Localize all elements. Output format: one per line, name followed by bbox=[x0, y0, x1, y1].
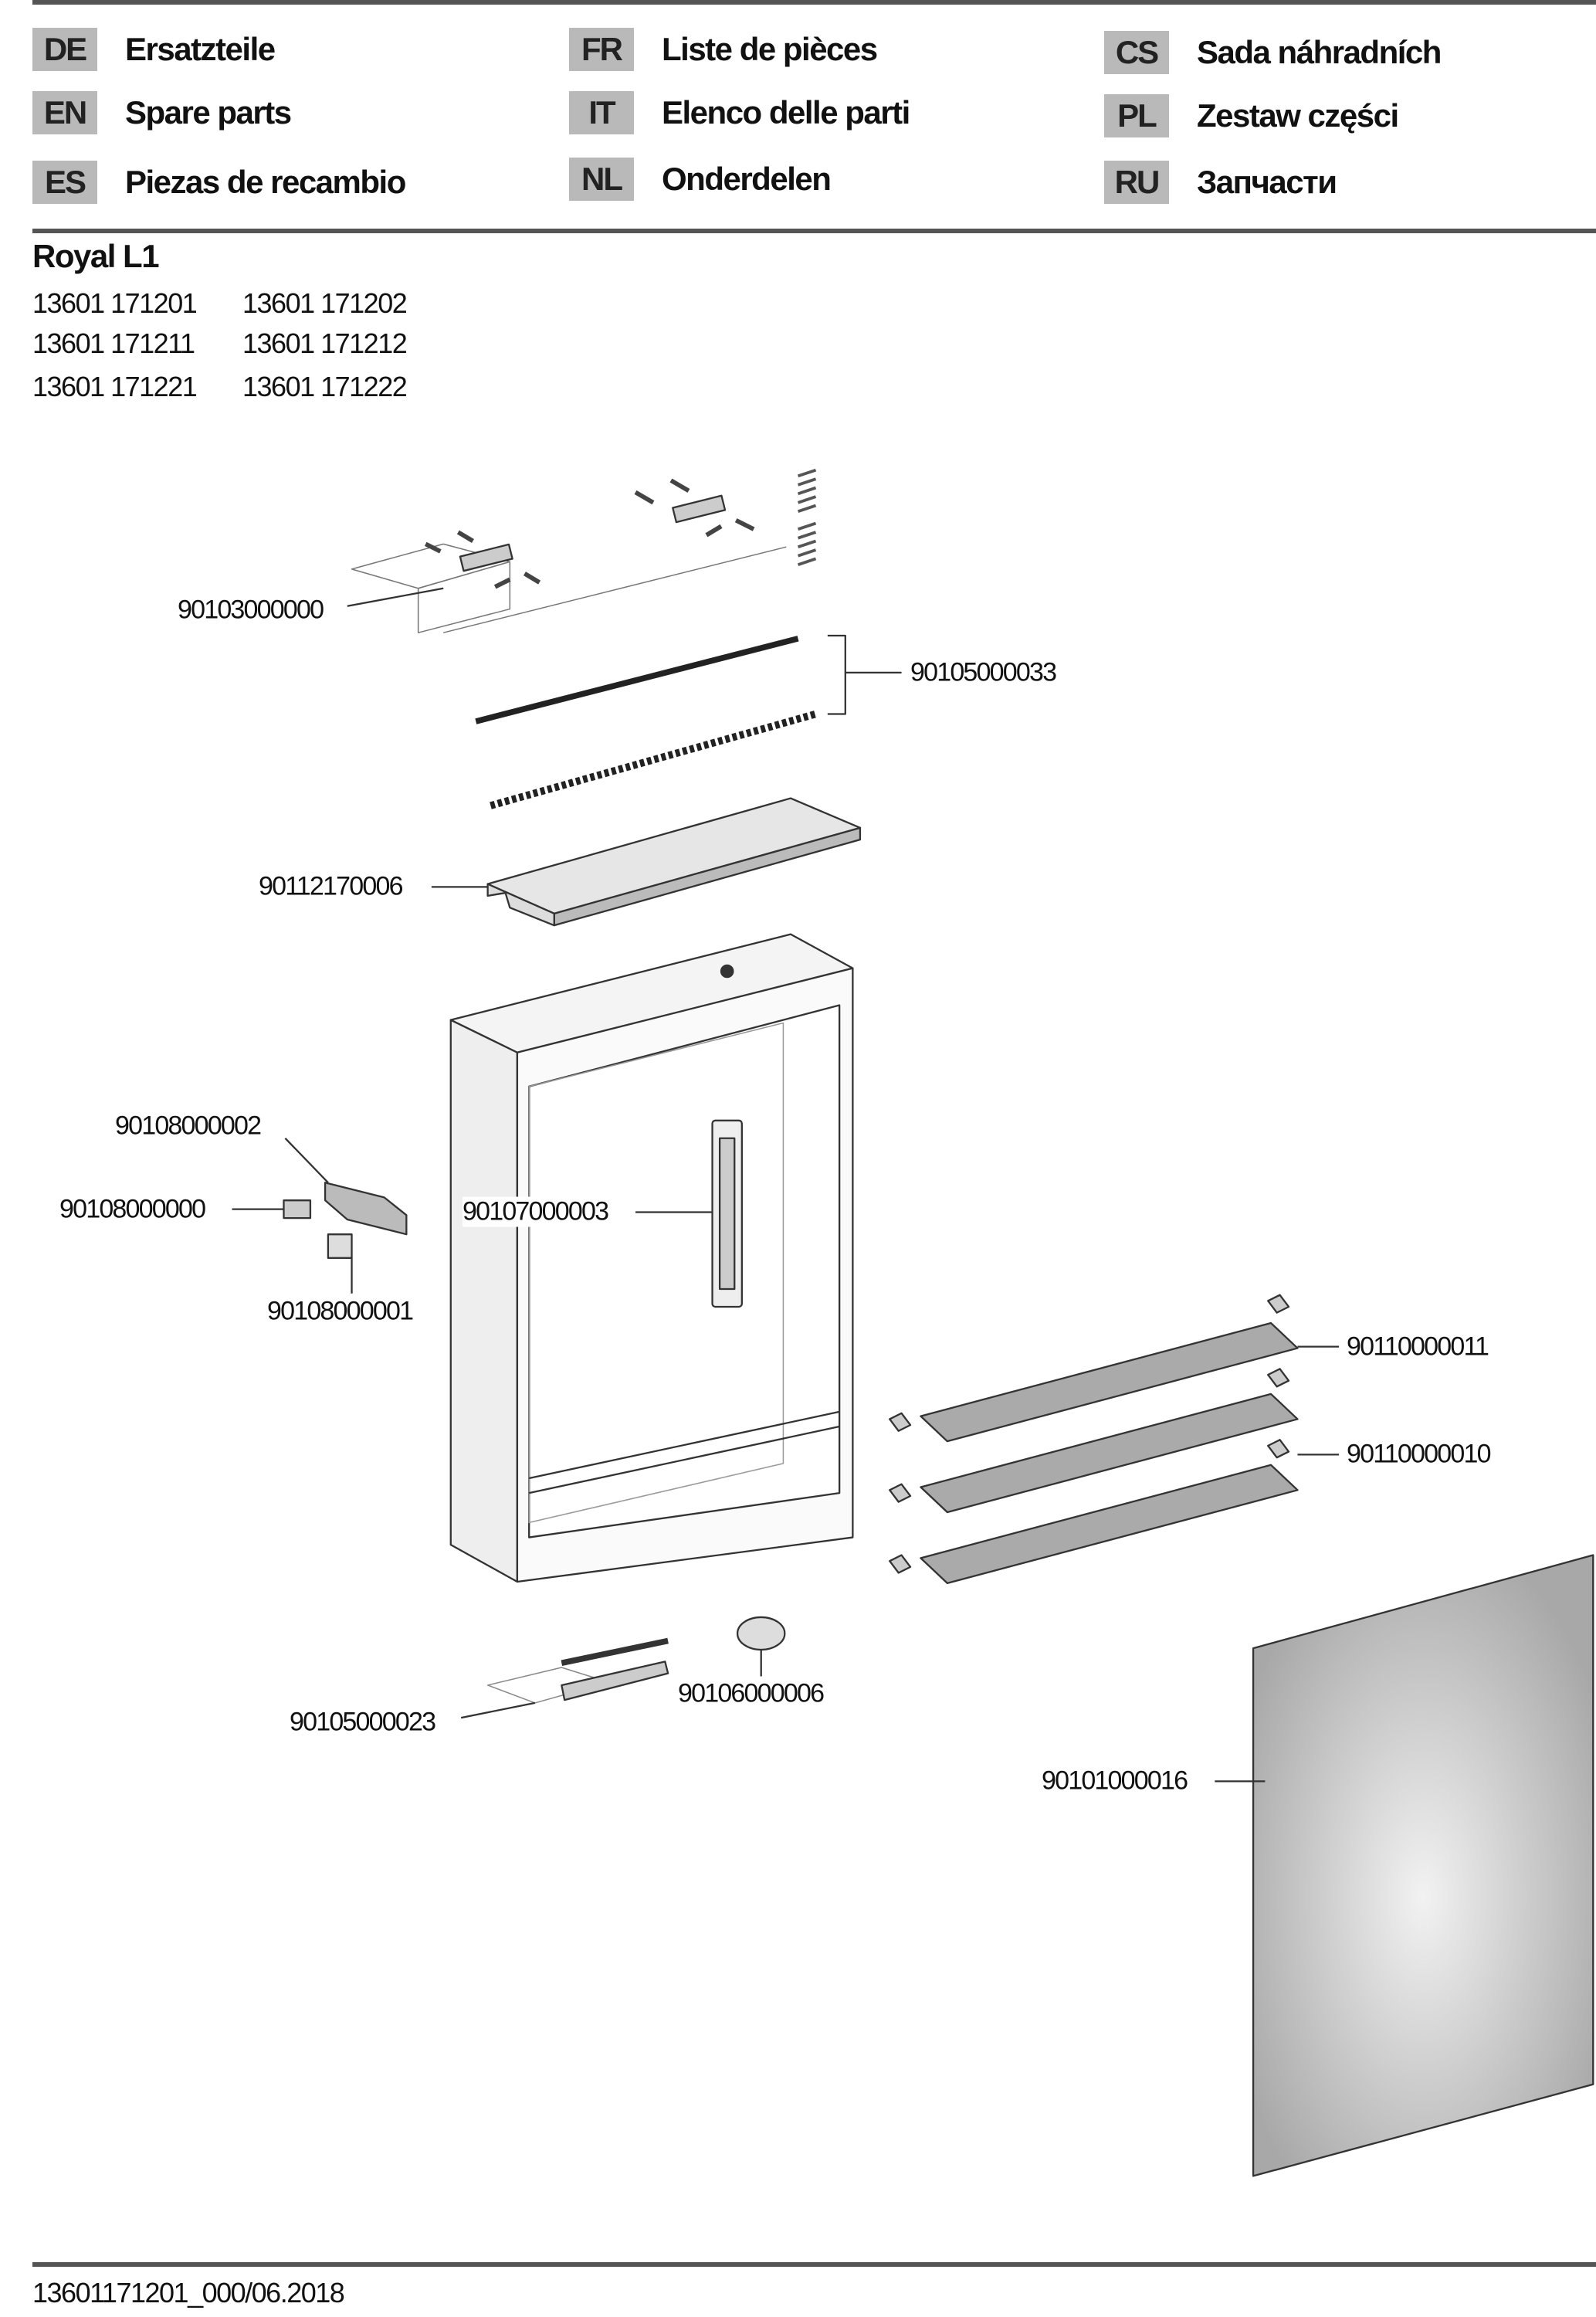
part-number-latch-assembly: 90108000002 bbox=[115, 1111, 262, 1142]
lang-fr: FR Liste de pièces bbox=[569, 28, 878, 71]
lang-es: ES Piezas de recambio bbox=[32, 161, 406, 204]
part-number-mirror-door: 90101000016 bbox=[1042, 1766, 1188, 1796]
lang-pl: PL Zestaw części bbox=[1104, 94, 1399, 137]
shelves-drawing bbox=[889, 1294, 1340, 1585]
article-number: 13601 171202 bbox=[242, 287, 408, 319]
article-number: 13601 171201 bbox=[32, 287, 198, 319]
mirror-door-drawing bbox=[1215, 1554, 1594, 2177]
document-id: 13601171201_000/06.2018 bbox=[32, 2277, 345, 2309]
led-strips-drawing bbox=[475, 634, 902, 809]
lang-code-badge: FR bbox=[569, 28, 634, 71]
lang-cs: CS Sada náhradních bbox=[1104, 31, 1442, 74]
part-number-mounting-kit: 90103000000 bbox=[178, 595, 324, 626]
lang-code-badge: PL bbox=[1104, 94, 1169, 137]
bottom-light-drawing bbox=[460, 1616, 786, 1719]
lang-en: EN Spare parts bbox=[32, 91, 292, 134]
latch-parts-drawing bbox=[232, 1137, 408, 1294]
part-number-top-cover: 90112170006 bbox=[259, 871, 403, 902]
article-number: 13601 171212 bbox=[242, 327, 408, 359]
lang-label: Elenco delle parti bbox=[662, 94, 910, 131]
part-number-switch-knob: 90106000006 bbox=[678, 1678, 825, 1709]
article-number: 13601 171222 bbox=[242, 371, 408, 402]
lang-label: Spare parts bbox=[125, 94, 292, 131]
part-number-latch-clip: 90108000000 bbox=[59, 1194, 206, 1225]
lang-label: Liste de pièces bbox=[662, 31, 878, 67]
lang-label: Piezas de recambio bbox=[125, 164, 406, 200]
lang-code-badge: RU bbox=[1104, 161, 1169, 204]
part-number-led-strips: 90105000033 bbox=[910, 657, 1057, 688]
cabinet-body-drawing bbox=[449, 933, 854, 1583]
lang-code-badge: DE bbox=[32, 28, 97, 71]
lang-nl: NL Onderdelen bbox=[569, 158, 832, 201]
lang-label: Sada náhradních bbox=[1197, 34, 1442, 70]
part-number-bottom-light: 90105000023 bbox=[290, 1707, 436, 1738]
lang-code-badge: CS bbox=[1104, 31, 1169, 74]
part-number-latch-bracket: 90108000001 bbox=[267, 1296, 414, 1327]
lang-label: Zestaw części bbox=[1197, 97, 1399, 134]
lang-label: Onderdelen bbox=[662, 161, 832, 197]
part-number-shelf-top: 90110000011 bbox=[1347, 1332, 1489, 1362]
part-number-shelves: 90110000010 bbox=[1347, 1439, 1491, 1470]
lang-code-badge: IT bbox=[569, 91, 634, 134]
product-title: Royal L1 bbox=[32, 238, 160, 274]
top-cover-drawing bbox=[431, 797, 862, 927]
top-rule bbox=[32, 0, 1596, 5]
article-number: 13601 171221 bbox=[32, 371, 198, 402]
lang-de: DE Ersatzteile bbox=[32, 28, 276, 71]
lang-code-badge: EN bbox=[32, 91, 97, 134]
lang-label: Ersatzteile bbox=[125, 31, 276, 67]
lang-code-badge: NL bbox=[569, 158, 634, 201]
footer-rule bbox=[32, 2262, 1596, 2267]
mounting-kit-drawing bbox=[351, 468, 817, 633]
part-number-handle: 90107000003 bbox=[463, 1196, 609, 1227]
lang-ru: RU Запчасти bbox=[1104, 161, 1337, 204]
lang-code-badge: ES bbox=[32, 161, 97, 204]
section-rule bbox=[32, 229, 1596, 233]
lang-it: IT Elenco delle parti bbox=[569, 91, 910, 134]
article-number: 13601 171211 bbox=[32, 327, 195, 359]
lang-label: Запчасти bbox=[1197, 164, 1337, 200]
